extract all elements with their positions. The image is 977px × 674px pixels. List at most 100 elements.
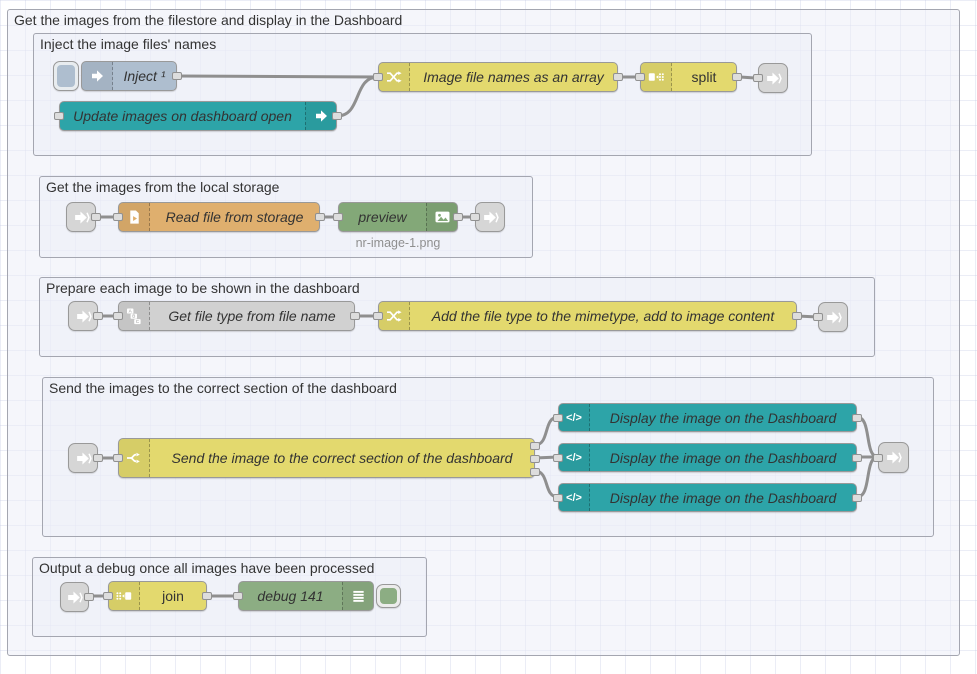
link-in-icon — [74, 211, 90, 223]
port-in[interactable] — [753, 74, 763, 82]
port-out-3[interactable] — [530, 468, 540, 476]
change-node-mimetype[interactable]: Add the file type to the mimetype, add t… — [373, 301, 802, 331]
port-out[interactable] — [732, 73, 742, 81]
ui-template-node[interactable]: </> Display the image on the Dashboard — [553, 403, 862, 432]
port-out[interactable] — [852, 453, 862, 462]
group-inject-names[interactable]: Inject the image files' names — [33, 33, 812, 156]
svg-text:C: C — [136, 319, 140, 324]
port-out-2[interactable] — [530, 455, 540, 463]
port-out[interactable] — [332, 112, 342, 120]
debug-toggle-face — [380, 588, 397, 604]
port-in[interactable] — [373, 73, 383, 81]
link-in-node[interactable] — [60, 582, 94, 612]
link-out-icon — [766, 72, 782, 84]
link-out-node[interactable] — [753, 63, 788, 93]
file-type-node[interactable]: A B C Get file type from file name — [113, 301, 360, 331]
wire[interactable] — [175, 74, 380, 79]
file-in-node[interactable]: Read file from storage — [113, 202, 325, 232]
port-out[interactable] — [613, 73, 623, 81]
node-label: join — [162, 588, 184, 604]
link-out-node[interactable] — [813, 302, 848, 332]
port-out[interactable] — [315, 213, 325, 221]
wire[interactable] — [855, 455, 880, 499]
join-icon — [109, 582, 140, 610]
link-out-icon — [887, 451, 902, 464]
node-label: Image file names as an array — [423, 69, 604, 85]
port-out[interactable] — [172, 72, 182, 80]
node-label: Update images on dashboard open — [73, 108, 292, 124]
image-icon — [426, 203, 457, 231]
port-out[interactable] — [91, 213, 101, 221]
link-in-node[interactable] — [66, 202, 101, 232]
code-icon: </> — [559, 404, 590, 431]
inject-button[interactable] — [53, 61, 79, 91]
port-out[interactable] — [84, 593, 94, 601]
svg-text:A: A — [129, 308, 133, 313]
link-in-node[interactable] — [68, 443, 103, 473]
switch-node[interactable]: Send the image to the correct section of… — [113, 438, 540, 478]
group-label: Get the images from the local storage — [46, 179, 280, 195]
port-out[interactable] — [93, 454, 103, 462]
port-in[interactable] — [113, 213, 123, 221]
file-in-icon — [119, 203, 150, 231]
port-out[interactable] — [350, 312, 360, 320]
link-out-node[interactable] — [873, 442, 909, 473]
change-node-image-array[interactable]: Image file names as an array — [373, 62, 623, 92]
port-in[interactable] — [113, 312, 123, 320]
node-label: Get file type from file name — [168, 308, 336, 324]
inject-node[interactable]: Inject ¹ — [81, 61, 182, 91]
port-in[interactable] — [553, 453, 563, 462]
group-label: Get the images from the filestore and di… — [14, 12, 403, 28]
port-out[interactable] — [93, 312, 103, 320]
split-icon — [641, 63, 672, 91]
port-out[interactable] — [453, 213, 463, 221]
port-in[interactable] — [373, 312, 383, 320]
port-in[interactable] — [233, 592, 243, 600]
port-in[interactable] — [553, 413, 563, 422]
port-out[interactable] — [852, 493, 862, 502]
port-out[interactable] — [792, 312, 802, 320]
debug-list-icon — [342, 582, 373, 610]
node-label: split — [691, 69, 717, 85]
link-out-icon — [826, 311, 842, 323]
abc-sort-icon: A B C — [119, 302, 150, 330]
node-label: Read file from storage — [165, 209, 304, 225]
port-in[interactable] — [813, 313, 823, 321]
debug-toggle-button[interactable] — [376, 584, 401, 608]
port-out[interactable] — [202, 592, 212, 600]
port-in[interactable] — [333, 213, 343, 221]
wire[interactable] — [855, 415, 880, 459]
port-in[interactable] — [103, 592, 113, 600]
split-node[interactable]: split — [635, 62, 742, 92]
ui-template-node[interactable]: </> Display the image on the Dashboard — [553, 443, 862, 472]
link-in-icon — [68, 591, 83, 603]
node-label: debug 141 — [257, 588, 324, 604]
port-in[interactable] — [54, 112, 64, 120]
port-out[interactable] — [852, 413, 862, 422]
link-in-icon — [76, 310, 92, 322]
port-out-1[interactable] — [530, 442, 540, 450]
port-in[interactable] — [553, 493, 563, 502]
port-in[interactable] — [873, 453, 883, 462]
node-label: Send the image to the correct section of… — [171, 450, 513, 466]
link-in-icon — [76, 452, 92, 464]
debug-node[interactable]: debug 141 — [233, 581, 374, 611]
node-label: Display the image on the Dashboard — [609, 489, 837, 506]
group-label: Send the images to the correct section o… — [49, 380, 397, 396]
shuffle-icon — [379, 302, 410, 330]
node-label: Display the image on the Dashboard — [609, 409, 837, 426]
group-label: Output a debug once all images have been… — [39, 560, 375, 576]
wire[interactable] — [335, 75, 380, 118]
inject-button-face — [57, 65, 75, 87]
node-label: Display the image on the Dashboard — [609, 449, 837, 466]
join-node[interactable]: join — [103, 581, 212, 611]
ui-control-node[interactable]: Update images on dashboard open — [54, 101, 342, 131]
ui-template-node[interactable]: </> Display the image on the Dashboard — [553, 483, 862, 512]
port-in[interactable] — [635, 73, 645, 81]
link-out-node[interactable] — [470, 202, 505, 232]
image-preview-node[interactable]: preview — [333, 202, 463, 232]
link-in-node[interactable] — [68, 301, 103, 331]
port-in[interactable] — [113, 454, 123, 462]
port-in[interactable] — [470, 213, 480, 221]
link-out-icon — [483, 211, 499, 223]
